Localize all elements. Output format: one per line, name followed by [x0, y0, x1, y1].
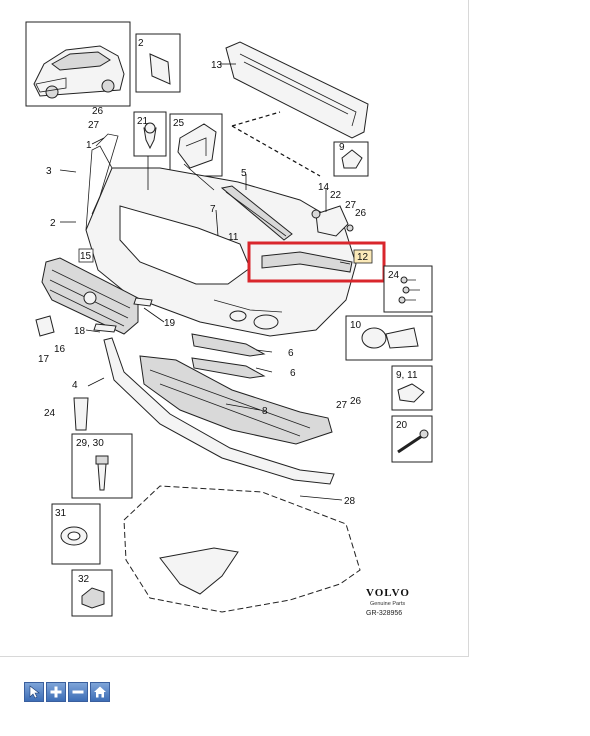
- part-box-24: [383, 265, 433, 313]
- brand-code: GR-328956: [366, 610, 402, 617]
- callout-9: 9: [339, 142, 345, 153]
- brand-subtitle: Genuine Parts: [370, 601, 405, 607]
- callout-26: 26: [92, 106, 104, 117]
- callout-20: 20: [396, 420, 408, 431]
- callout-16: 16: [54, 344, 66, 355]
- callout-25: 25: [173, 118, 185, 129]
- callout-26c: 26: [350, 396, 362, 407]
- car-thumbnail: [25, 21, 131, 107]
- part-box-10: [345, 315, 433, 361]
- callout-2: 2: [50, 218, 56, 229]
- callout-22: 22: [330, 190, 342, 201]
- zoom-out-button[interactable]: [68, 682, 88, 702]
- part-box-29-30: [71, 433, 133, 499]
- callout-26b: 26: [355, 208, 367, 219]
- part-16-17-bracket: [35, 315, 55, 337]
- part-13-absorber: [225, 41, 369, 139]
- zoom-out-icon: [72, 690, 84, 694]
- callout-1: 1: [86, 140, 92, 151]
- part-23: [73, 397, 89, 431]
- callout-32: 32: [78, 574, 90, 585]
- callout-4: 4: [72, 380, 78, 391]
- viewer-toolbar: [24, 682, 110, 704]
- callout-6b: 6: [290, 368, 296, 379]
- callout-labels: 13 2 26 27 21 25 1 3 2 5 9 14 22 27 26 7…: [38, 38, 418, 585]
- part-box-21: [133, 111, 167, 157]
- part-18: [93, 323, 117, 333]
- callout-27: 27: [88, 120, 100, 131]
- callout-23: 24: [44, 408, 56, 419]
- callout-31: 31: [55, 508, 67, 519]
- part-box-9-11: [391, 365, 433, 411]
- callout-15: 15: [80, 251, 92, 262]
- brand-block: VOLVO Genuine Parts GR-328956: [366, 587, 410, 617]
- zoom-in-button[interactable]: [46, 682, 66, 702]
- home-button[interactable]: [90, 682, 110, 702]
- leader-lines: [59, 63, 351, 501]
- callout-29-30: 29, 30: [76, 438, 104, 449]
- diagram-panel: 13 2 26 27 21 25 1 3 2 5 9 14 22 27 26 7…: [0, 0, 469, 657]
- part-box-9: [333, 141, 369, 177]
- callout-9-11: 9, 11: [396, 370, 418, 381]
- callout-28: 28: [344, 496, 356, 507]
- callout-5: 5: [241, 168, 247, 179]
- home-icon: [94, 686, 106, 698]
- callout-2-boxed: 2: [138, 38, 144, 49]
- callout-10: 10: [350, 320, 362, 331]
- part-15-grille: [41, 257, 139, 335]
- part-6-fog-grilles: [191, 333, 266, 379]
- zoom-in-icon: [50, 686, 62, 698]
- bumper-parts-diagram: 13 2 26 27 21 25 1 3 2 5 9 14 22 27 26 7…: [25, 21, 433, 617]
- brand-logo: VOLVO: [366, 587, 410, 599]
- part-8-lower-grille: [139, 355, 333, 445]
- callout-7: 7: [210, 204, 216, 215]
- callout-17: 17: [38, 354, 50, 365]
- part-box-31: [51, 503, 101, 565]
- callout-3: 3: [46, 166, 52, 177]
- part-12-highlight: [247, 241, 386, 283]
- callout-18: 18: [74, 326, 86, 337]
- pointer-button[interactable]: [24, 682, 44, 702]
- part-box-20: [391, 415, 433, 463]
- callout-8: 8: [262, 406, 268, 417]
- part-19: [133, 297, 153, 307]
- part-box-25: [169, 113, 223, 177]
- callout-12: 12: [357, 252, 369, 263]
- callout-19: 19: [164, 318, 176, 329]
- part-5-grille-strip: [220, 185, 293, 241]
- callout-27c: 27: [336, 400, 348, 411]
- callout-6a: 6: [288, 348, 294, 359]
- part-4-spoiler: [103, 337, 335, 485]
- callout-14: 14: [318, 182, 330, 193]
- part-28-undertray: [123, 485, 361, 613]
- part-22-bracket: [311, 205, 354, 237]
- callout-24: 24: [388, 270, 400, 281]
- callout-27b: 27: [345, 200, 357, 211]
- part-box-32: [71, 569, 113, 617]
- callout-11: 11: [228, 232, 239, 243]
- callout-21: 21: [137, 116, 149, 127]
- pointer-icon: [29, 685, 40, 699]
- part-box-2-top: [135, 33, 181, 93]
- callout-13: 13: [211, 60, 223, 71]
- part-bumper-cover: [85, 133, 357, 337]
